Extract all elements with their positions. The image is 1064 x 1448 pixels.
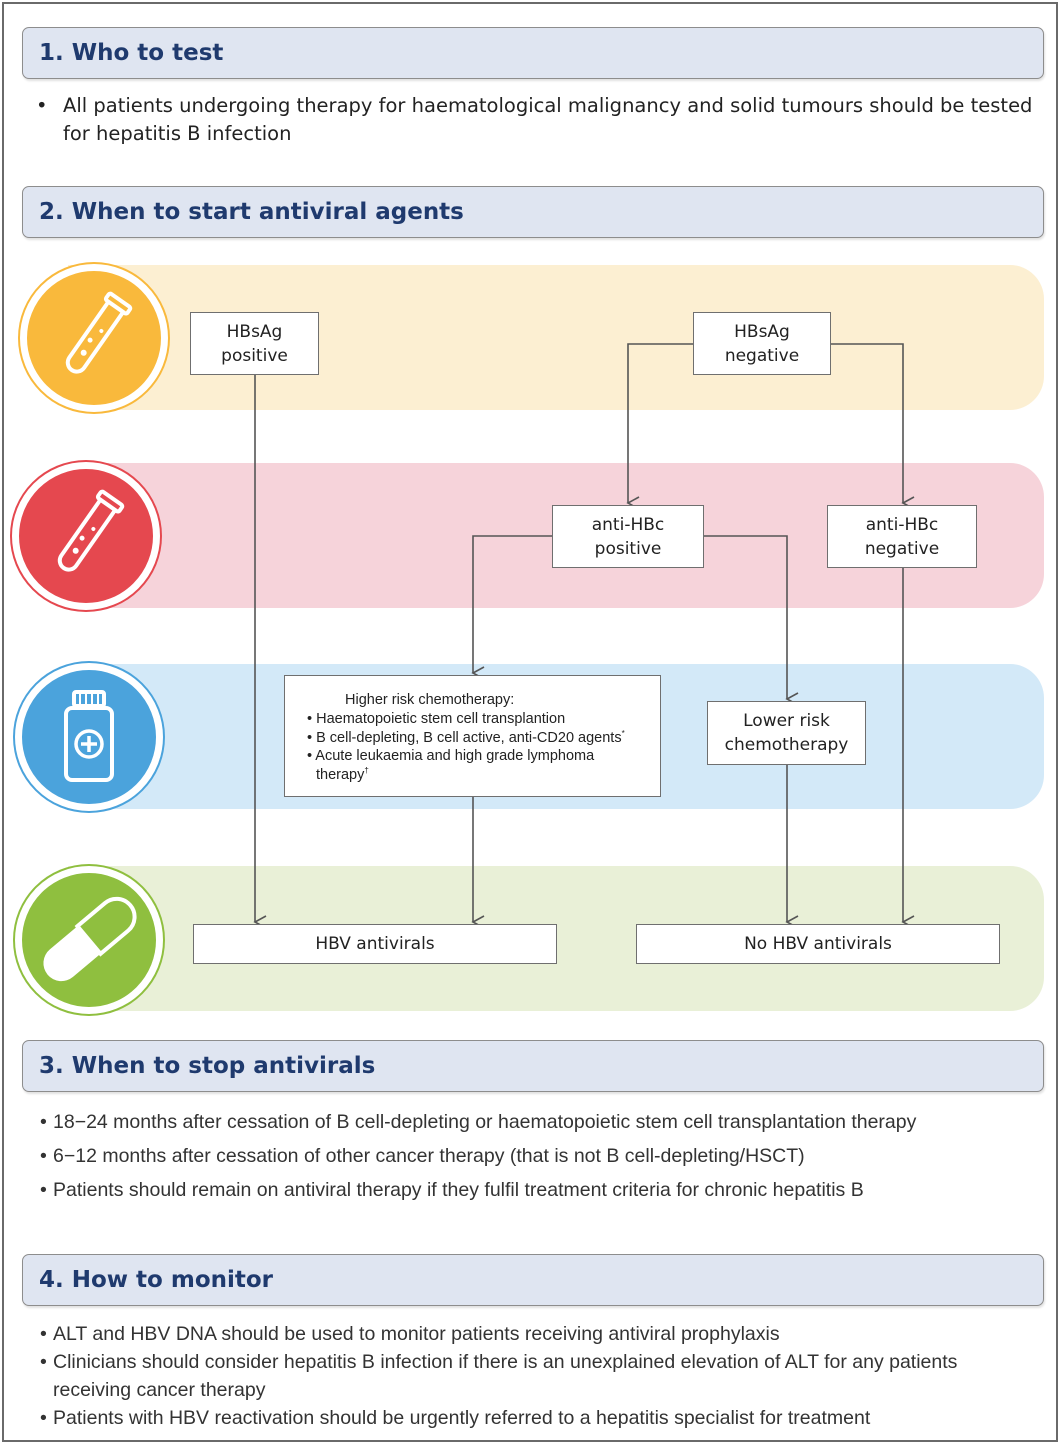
hbsag-positive-box: HBsAg positive: [190, 312, 319, 375]
higher-risk-item: therapy: [316, 766, 365, 783]
section-title: 2. When to start antiviral agents: [39, 199, 464, 225]
section-header-who-to-test: 1. Who to test: [22, 27, 1044, 79]
higher-risk-item: • Acute leukaemia and high grade lymphom…: [307, 748, 595, 764]
list-item: ALT and HBV DNA should be used to monito…: [53, 1323, 780, 1345]
box-line: negative: [724, 345, 800, 366]
arrow-hbsag-neg-to-antihbc-pos: [626, 343, 694, 510]
box-line: HBV antivirals: [315, 934, 435, 954]
box-line: No HBV antivirals: [744, 934, 892, 954]
test-tube-icon: [12, 462, 160, 610]
hbv-antivirals-box: HBV antivirals: [193, 924, 557, 964]
lower-risk-chemotherapy-box: Lower risk chemotherapy: [707, 701, 866, 765]
capsule-icon: [15, 866, 163, 1014]
test-tube-icon: [20, 264, 168, 412]
box-line: anti-HBc: [591, 514, 665, 535]
section-title: 1. Who to test: [39, 40, 224, 66]
section-title: 3. When to stop antivirals: [39, 1053, 376, 1079]
higher-risk-item: • B cell-depleting, B cell active, anti-…: [307, 729, 622, 746]
box-line: positive: [221, 345, 288, 366]
hbsag-negative-box: HBsAg negative: [693, 312, 831, 375]
antihbc-negative-box: anti-HBc negative: [827, 505, 977, 568]
section-header-when-to-start: 2. When to start antiviral agents: [22, 186, 1044, 238]
higher-risk-item: • Haematopoietic stem cell transplantion: [307, 711, 566, 727]
list-item: Patients with HBV reactivation should be…: [53, 1407, 871, 1429]
bullet-marker: •: [40, 1179, 47, 1201]
bullet-marker: •: [40, 1351, 47, 1373]
box-line: HBsAg: [226, 321, 283, 342]
box-line: chemotherapy: [724, 735, 849, 755]
medicine-bottle-icon: [15, 663, 163, 811]
box-line: positive: [594, 538, 662, 559]
section-header-how-to-monitor: 4. How to monitor: [22, 1254, 1044, 1306]
no-hbv-antivirals-box: No HBV antivirals: [636, 924, 1000, 964]
list-item: for hepatitis B infection: [63, 122, 292, 145]
section-header-when-to-stop: 3. When to stop antivirals: [22, 1040, 1044, 1092]
list-item: Clinicians should consider hepatitis B i…: [53, 1351, 958, 1373]
bullet-marker: •: [40, 1323, 47, 1345]
list-item: 18−24 months after cessation of B cell-d…: [53, 1111, 917, 1133]
list-item: All patients undergoing therapy for haem…: [63, 94, 1033, 117]
arrow-antihbc-pos-to-lower-risk: [703, 535, 799, 706]
arrow-hbsag-neg-to-antihbc-neg: [830, 343, 915, 510]
footnote-dagger: †: [364, 766, 369, 775]
bullet-marker: •: [40, 1407, 47, 1429]
footnote-star: *: [621, 729, 625, 738]
higher-risk-chemotherapy-box: Higher risk chemotherapy: • Haematopoiet…: [284, 675, 661, 797]
antihbc-positive-box: anti-HBc positive: [552, 505, 704, 568]
bullet-marker: •: [40, 1145, 47, 1167]
box-line: anti-HBc: [865, 514, 939, 535]
list-item: receiving cancer therapy: [53, 1379, 266, 1401]
arrow-antihbc-pos-to-higher-risk: [471, 535, 553, 680]
box-line: Lower risk: [743, 711, 830, 731]
list-item: 6−12 months after cessation of other can…: [53, 1145, 805, 1167]
higher-risk-title: Higher risk chemotherapy:: [345, 692, 515, 708]
box-line: negative: [864, 538, 940, 559]
list-item: Patients should remain on antiviral ther…: [53, 1179, 864, 1201]
box-line: HBsAg: [734, 321, 790, 342]
bullet-marker: •: [40, 1111, 47, 1133]
bullet-marker: •: [36, 94, 48, 117]
section-title: 4. How to monitor: [39, 1267, 274, 1293]
